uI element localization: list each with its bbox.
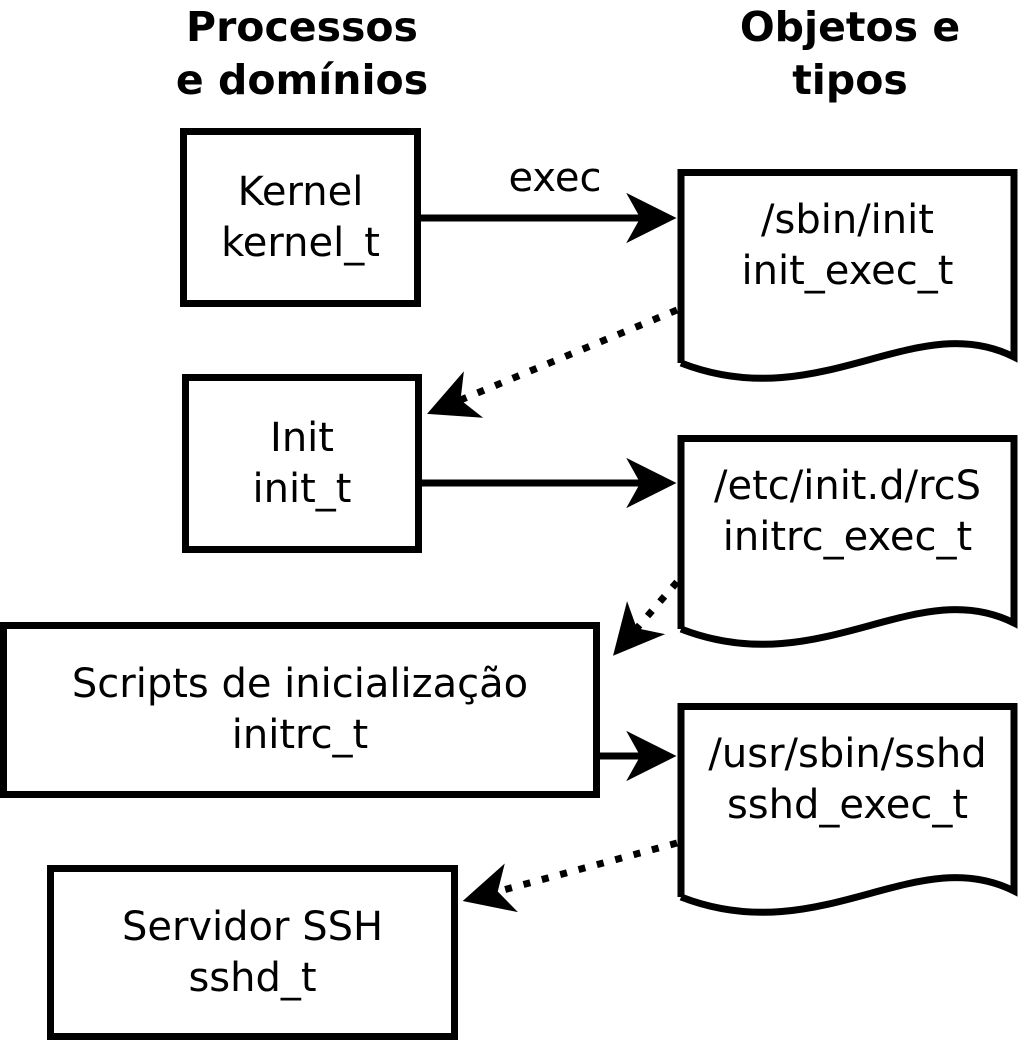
object-type: init_exec_t	[741, 248, 954, 294]
object-type: initrc_exec_t	[722, 514, 973, 560]
object-path: /etc/init.d/rcS	[713, 463, 982, 509]
process-box-ssh-server: Servidor SSH sshd_t	[47, 865, 458, 1040]
column-header-processes-line2: e domínios	[175, 56, 429, 104]
column-header-objects-line1: Objetos e	[739, 3, 961, 51]
process-box-init-scripts: Scripts de inicialização initrc_t	[0, 622, 600, 798]
process-name: Init	[270, 414, 334, 461]
column-header-objects: Objetos e tipos	[650, 1, 1024, 107]
process-name: Scripts de inicialização	[71, 661, 529, 707]
process-box-kernel: Kernel kernel_t	[180, 128, 421, 307]
column-header-objects-line2: tipos	[792, 56, 908, 104]
document-shape-etc-initd-rcs	[677, 435, 1018, 648]
object-path: /sbin/init	[761, 197, 934, 243]
column-header-processes-line1: Processos	[186, 3, 418, 51]
process-name: Kernel	[237, 168, 364, 215]
document-shape-usr-sbin-sshd	[677, 703, 1018, 916]
process-domain: initrc_t	[231, 712, 369, 758]
process-domain: sshd_t	[188, 954, 317, 1001]
column-header-processes: Processos e domínios	[102, 1, 502, 107]
document-shape-sbin-init	[677, 169, 1018, 382]
process-box-init: Init init_t	[182, 374, 422, 553]
object-label-usr-sbin-sshd: /usr/sbin/sshd sshd_exec_t	[681, 729, 1014, 831]
transition-arrow-sbin-init-to-init	[427, 306, 679, 418]
object-label-sbin-init: /sbin/init init_exec_t	[681, 195, 1014, 297]
transition-arrow-rcs-to-initrc	[613, 579, 680, 656]
process-domain: kernel_t	[221, 219, 380, 266]
exec-arrow-label: exec	[508, 155, 602, 201]
object-path: /usr/sbin/sshd	[708, 731, 987, 777]
object-type: sshd_exec_t	[726, 782, 969, 828]
process-domain: init_t	[252, 465, 352, 512]
object-label-etc-initd-rcs: /etc/init.d/rcS initrc_exec_t	[681, 461, 1014, 563]
process-name: Servidor SSH	[121, 903, 384, 950]
transition-arrow-sshd-exec-to-sshd	[462, 839, 678, 913]
